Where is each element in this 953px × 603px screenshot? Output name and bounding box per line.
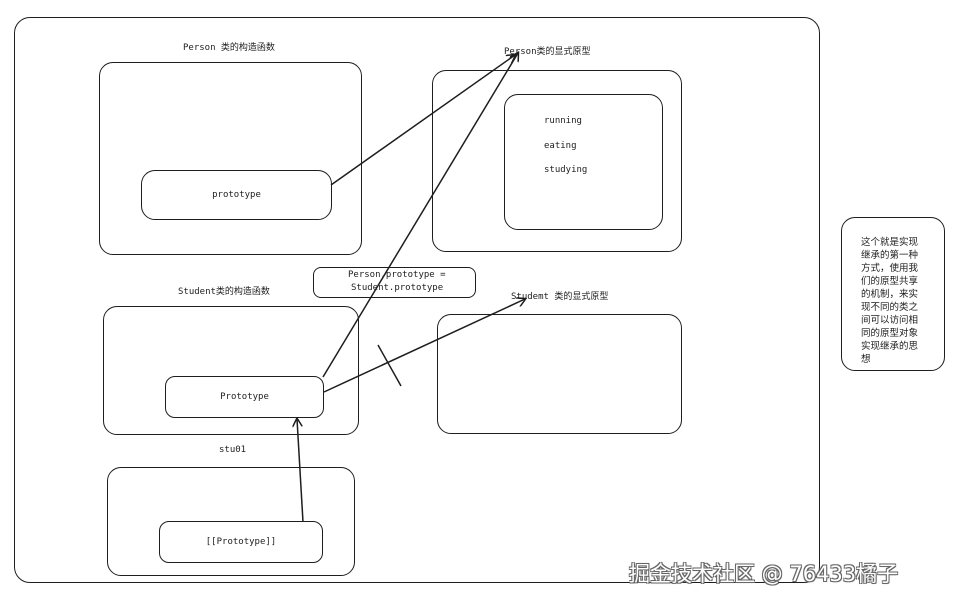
instance-proto-label: [[Prototype]] (205, 537, 277, 547)
person-methods-box (504, 94, 663, 230)
student-constructor-box (103, 306, 359, 435)
student-prototype-box (437, 314, 682, 434)
person-prototype-pointer-box: prototype (141, 170, 332, 220)
arrow-instance-proto (297, 419, 304, 523)
outer-frame (14, 17, 820, 583)
student-prototype-pointer-label: Prototype (220, 392, 269, 402)
arrow-student-prototype-old (323, 299, 525, 393)
method-studying: studying (544, 165, 588, 175)
assignment-line1: Person.prototype = (348, 270, 446, 280)
method-running: running (544, 116, 582, 126)
instance-proto-box: [[Prototype]] (159, 521, 323, 563)
student-prototype-title: Studemt 类的显式原型 (511, 292, 609, 302)
instance-title: stu01 (219, 445, 247, 455)
broken-link-mark (377, 344, 402, 387)
person-prototype-box (432, 70, 682, 252)
person-constructor-title: Person 类的构造函数 (183, 43, 275, 53)
note-box (841, 217, 945, 371)
student-prototype-pointer-box: Prototype (165, 376, 324, 418)
watermark: 掘金技术社区 @ 76433橘子 (629, 562, 899, 586)
instance-box (107, 467, 355, 576)
assignment-line2: Student.prototype (351, 283, 444, 293)
person-constructor-box (99, 62, 362, 255)
arrow-student-to-person-prototype (322, 53, 518, 378)
person-prototype-pointer-label: prototype (212, 190, 261, 200)
student-constructor-title: Student类的构造函数 (178, 287, 270, 297)
assignment-box (313, 267, 476, 298)
method-eating: eating (544, 141, 577, 151)
arrow-person-prototype (330, 55, 515, 186)
note-text: 这个就是实现 继承的第一种 方式，使用我 们的原型共享 的机制，来实 现不同的类… (861, 237, 919, 365)
person-prototype-title: Person类的显式原型 (504, 47, 591, 57)
